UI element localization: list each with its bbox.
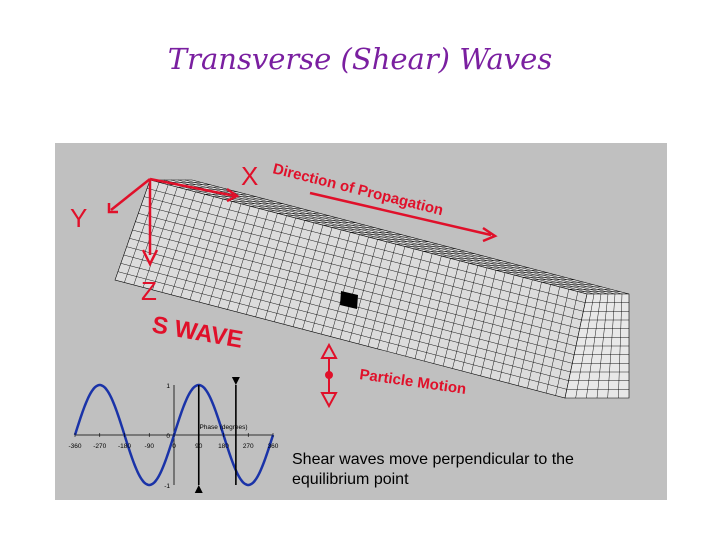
particle-motion-arrow [320,342,338,409]
caption-line-2: equilibrium point [292,471,409,488]
x-tick-label: -90 [145,443,155,450]
slide-title: Transverse (Shear) Waves [167,42,553,76]
grid-line [123,254,571,373]
y-tick-label: 1 [166,383,170,390]
x-axis-title: Phase (degrees) [199,424,247,431]
coordinate-axes [107,177,240,267]
caption: Shear waves move perpendicular to the eq… [292,450,662,490]
amplitude-arrowhead [194,485,203,493]
displaced-particle [340,291,358,309]
particle-motion-label: Particle Motion [358,366,467,398]
grid-line [135,221,578,338]
particle-grid-block [114,179,630,399]
caption-line-1: Shear waves move perpendicular to the [292,451,574,468]
x-tick-label: -360 [68,443,81,450]
grid-line [120,263,569,381]
diagram-canvas: X Y Z Direction of Propagation S WAVE Pa… [68,160,630,493]
shear-wave-figure: X Y Z Direction of Propagation S WAVE Pa… [55,143,667,500]
block-grid-lines [117,179,629,399]
grid-line [117,271,567,390]
x-tick-label: 0 [172,443,176,450]
grid-line [147,188,586,303]
x-tick-label: 180 [218,443,229,450]
x-tick-label: -270 [93,443,106,450]
block-side-face [114,179,588,399]
y-tick-label: -1 [164,483,170,490]
grid-line [144,196,584,312]
y-tick-label: 0 [166,433,170,440]
x-tick-label: 360 [268,443,279,450]
z-axis-label: Z [141,276,157,306]
grid-line [138,213,580,329]
x-tick-label: 270 [243,443,254,450]
x-axis-label: X [241,161,258,191]
amplitude-arrowhead [231,377,240,385]
grid-line [132,229,577,347]
grid-line [141,204,582,321]
propagation-arrow [309,191,498,243]
y-axis-label: Y [70,203,87,233]
x-tick-label: -180 [118,443,131,450]
s-wave-label: S WAVE [150,311,245,353]
